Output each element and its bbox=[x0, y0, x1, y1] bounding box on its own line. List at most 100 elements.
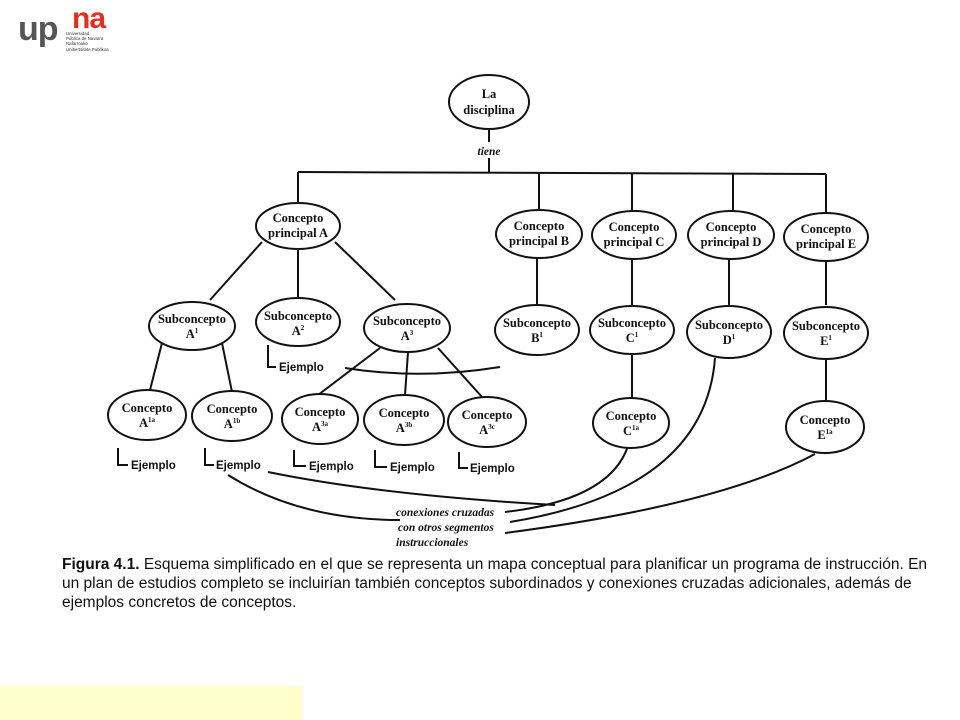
node-labels: La disciplina Concepto principal A Conce… bbox=[122, 87, 860, 442]
leaf-node-c1a bbox=[592, 397, 670, 449]
sub-e1-line1: Subconcepto bbox=[792, 319, 860, 333]
leaf-e1a-base: E bbox=[817, 428, 825, 442]
sub-e1-sup: 1 bbox=[828, 334, 832, 342]
footer-band bbox=[0, 686, 302, 720]
sub-node-e1 bbox=[783, 306, 869, 360]
principal-b-line1: Concepto bbox=[514, 219, 565, 233]
sub-c1-line2: C1 bbox=[626, 331, 639, 345]
principal-a-line2: principal A bbox=[268, 226, 328, 240]
sub-a2-line1: Subconcepto bbox=[264, 309, 332, 323]
example-label: Ejemplo bbox=[470, 463, 515, 475]
cross-link-curve bbox=[344, 366, 501, 375]
upna-logo: up na Universidad Pública de Navarra Naf… bbox=[18, 2, 138, 54]
leaf-a3b-line2: A3b bbox=[396, 421, 413, 435]
leaf-a1a-base: A bbox=[139, 416, 148, 430]
sub-a1-sup: 1 bbox=[195, 327, 199, 335]
logo-sub-line: Nafarroako bbox=[66, 41, 88, 47]
principal-node-e bbox=[783, 212, 869, 262]
leaf-e1a-line2: E1a bbox=[817, 428, 833, 442]
concept-map-diagram: La disciplina Concepto principal A Conce… bbox=[107, 74, 869, 549]
principal-d-line2: principal D bbox=[701, 235, 762, 249]
logo-sub-line: Unibertsitate Publikoa bbox=[66, 46, 109, 52]
sub-a1-line2: A1 bbox=[186, 327, 199, 341]
logo-up-text: up bbox=[18, 10, 59, 48]
leaf-a1b-line1: Concepto bbox=[207, 402, 258, 416]
example-bracket bbox=[374, 450, 387, 468]
leaf-a3b-line1: Concepto bbox=[379, 406, 430, 420]
leaf-node-a3a bbox=[281, 393, 359, 445]
sub-node-a3 bbox=[363, 303, 451, 353]
leaf-node-e1a bbox=[785, 400, 865, 454]
leaf-a1a-line2: A1a bbox=[139, 416, 156, 430]
example-bracket bbox=[458, 452, 468, 469]
principal-a-line1: Concepto bbox=[273, 211, 324, 225]
leaf-a3b-sup: 3b bbox=[405, 421, 413, 429]
example-labels: Ejemplo Ejemplo Ejemplo Ejemplo Ejemplo … bbox=[131, 362, 515, 475]
leaf-node-a1b bbox=[191, 390, 273, 442]
sub-a2-sup: 2 bbox=[301, 324, 305, 332]
leaf-a3c-sup: 3c bbox=[488, 423, 495, 431]
principal-node-a bbox=[255, 202, 341, 250]
cross-link-labels: conexiones cruzadas con otros segmentos … bbox=[396, 507, 495, 549]
sub-a2-line2: A2 bbox=[292, 324, 305, 338]
sub-node-c1 bbox=[589, 305, 675, 355]
leaf-a1b-sup: 1b bbox=[233, 417, 241, 425]
principal-e-line2: principal E bbox=[796, 237, 856, 251]
sub-node-b1 bbox=[494, 304, 580, 356]
example-bracket bbox=[267, 345, 276, 368]
sub-a2-base: A bbox=[292, 324, 301, 338]
sub-a1-line1: Subconcepto bbox=[158, 312, 226, 326]
sub-d1-sup: 1 bbox=[732, 333, 736, 341]
logo-sub-line: Universidad bbox=[66, 31, 90, 36]
sub-a3-line2: A3 bbox=[401, 329, 414, 343]
leaf-a3a-line1: Concepto bbox=[295, 405, 346, 419]
connector bbox=[149, 342, 163, 391]
leaf-node-a3b bbox=[363, 394, 445, 446]
principal-c-line2: principal C bbox=[604, 235, 665, 249]
sub-b1-base: B bbox=[531, 331, 539, 345]
leaf-c1a-line1: Concepto bbox=[606, 409, 657, 423]
leaf-e1a-line1: Concepto bbox=[800, 413, 851, 427]
sub-e1-base: E bbox=[820, 334, 828, 348]
logo-subtitle: Universidad Pública de Navarra Nafarroak… bbox=[66, 31, 109, 52]
root-label-line2: disciplina bbox=[463, 103, 515, 117]
sub-c1-base: C bbox=[626, 331, 635, 345]
cross-link-label-line1: conexiones cruzadas bbox=[396, 507, 495, 519]
leaf-e1a-sup: 1a bbox=[826, 428, 834, 436]
leaf-c1a-line2: C1a bbox=[623, 424, 640, 438]
leaf-a3a-sup: 3a bbox=[321, 420, 329, 428]
cross-link-curve bbox=[504, 453, 816, 534]
sub-d1-line2: D1 bbox=[723, 333, 736, 347]
example-label: Ejemplo bbox=[216, 460, 261, 472]
sub-e1-line2: E1 bbox=[820, 334, 832, 348]
principal-d-line1: Concepto bbox=[706, 220, 757, 234]
leaf-node-a3c bbox=[447, 396, 527, 448]
leaf-a3c-line1: Concepto bbox=[462, 408, 513, 422]
cross-link-curve bbox=[504, 445, 629, 513]
trunk-line bbox=[297, 171, 827, 175]
sub-b1-sup: 1 bbox=[539, 331, 543, 339]
example-label: Ejemplo bbox=[309, 461, 354, 473]
sub-node-a1 bbox=[148, 301, 236, 351]
sub-node-a2 bbox=[255, 297, 341, 347]
example-bracket bbox=[204, 448, 214, 466]
sub-b1-line1: Subconcepto bbox=[503, 316, 571, 330]
leaf-a1a-sup: 1a bbox=[148, 416, 156, 424]
sub-c1-line1: Subconcepto bbox=[598, 316, 666, 330]
example-bracket bbox=[293, 450, 306, 467]
principal-node-d bbox=[687, 210, 775, 260]
principal-e-line1: Concepto bbox=[801, 222, 852, 236]
figure-caption: Figura 4.1. Esquema simplificado en el q… bbox=[62, 555, 932, 612]
logo-sub-line: Pública de Navarra bbox=[66, 36, 104, 42]
principal-node-c bbox=[591, 210, 677, 260]
leaf-c1a-base: C bbox=[623, 424, 632, 438]
cross-link-label-line3: instruccionales bbox=[396, 537, 469, 549]
sub-a3-sup: 3 bbox=[410, 329, 414, 337]
leaf-c1a-sup: 1a bbox=[632, 424, 640, 432]
leaf-a1b-line2: A1b bbox=[224, 417, 241, 431]
connector bbox=[209, 241, 263, 301]
leaf-a3c-line2: A3c bbox=[479, 423, 495, 437]
root-node bbox=[448, 74, 530, 130]
example-label: Ejemplo bbox=[279, 362, 324, 374]
figure-label: Figura 4.1. bbox=[62, 556, 140, 573]
